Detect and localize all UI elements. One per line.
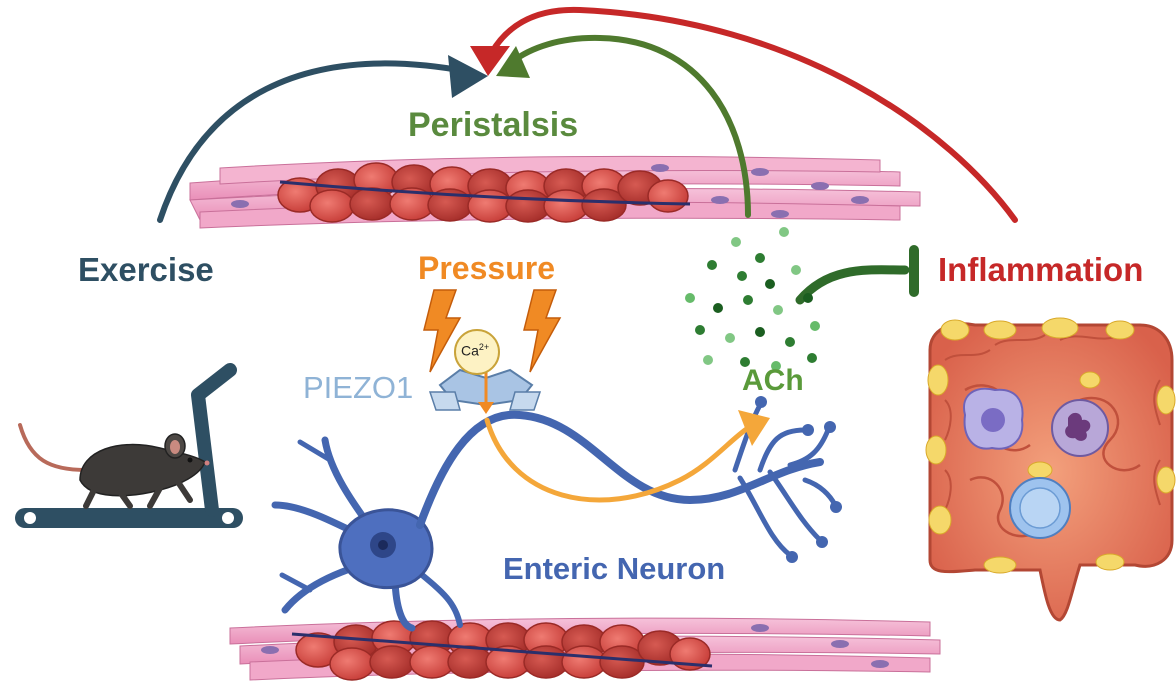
lymphocyte-cell-icon: [1009, 477, 1071, 539]
calcium-signal-arrow: [484, 410, 770, 503]
muscle-cell-cluster-icon: [291, 620, 713, 681]
calcium-ion-label: Ca2+: [461, 342, 489, 359]
exercise-arrow: [157, 55, 488, 223]
calcium-ion-icon: [454, 329, 500, 375]
peristalsis-label: Peristalsis: [408, 106, 579, 144]
piezo1-label: PIEZO1: [303, 370, 414, 405]
enteric-neuron-label: Enteric Neuron: [503, 551, 726, 586]
smooth-muscle-top: [189, 155, 921, 229]
calcium-symbol: Ca: [461, 342, 479, 359]
lightning-bolt-icon: [423, 289, 462, 373]
inflammation-label: Inflammation: [938, 251, 1144, 288]
calcium-charge: 2+: [478, 342, 490, 352]
inhibition-connector: [795, 245, 919, 305]
ach-label: ACh: [742, 364, 804, 397]
ach-peristalsis-arrow: [496, 34, 751, 218]
muscle-cell-cluster-icon: [277, 162, 691, 223]
exercise-label: Exercise: [78, 251, 214, 288]
macrophage-cell-icon: [963, 387, 1024, 450]
smooth-muscle-bottom: [229, 617, 941, 681]
piezo1-channel-icon: [428, 368, 542, 414]
acetylcholine-vesicles-icon: [685, 227, 820, 371]
pressure-label: Pressure: [418, 250, 555, 286]
inflammation-arrow: [470, 6, 1018, 223]
mouse-on-treadmill-icon: [15, 363, 243, 528]
neutrophil-cell-icon: [1051, 399, 1109, 457]
lightning-bolt-icon: [523, 289, 562, 373]
inflamed-colon-icon: [925, 317, 1176, 622]
